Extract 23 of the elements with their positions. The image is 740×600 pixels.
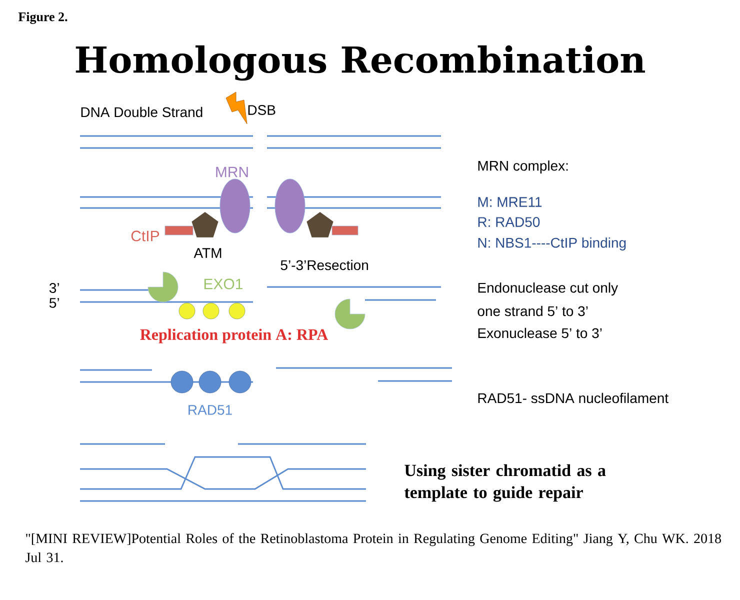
protein-label: CtIP <box>131 230 159 242</box>
annotation-text: DNA Double Strand <box>81 106 202 118</box>
strand-end-label: 3’ <box>49 283 59 293</box>
protein-label: EXO1 <box>204 278 242 290</box>
title: Homologous Recombination <box>76 45 645 81</box>
annotation-text: one strand 5’ to 3’ <box>478 306 588 316</box>
protein-label: Replication protein A: RPA <box>140 328 328 344</box>
annotation-text: M: MRE11 <box>478 197 542 207</box>
annotation-text: Using sister chromatid as a template to guide repair <box>404 464 606 502</box>
annotation-text: RAD51- ssDNA nucleofilament <box>478 392 668 404</box>
annotation-text: R: RAD50 <box>478 217 540 227</box>
caption: "[MINI REVIEW]Potential Roles of the Retinoblastoma Protein in Regulating Genome Editing" Jiang Y, Chu WK. 2018 Jul 31. <box>26 533 721 562</box>
protein-label: RAD51 <box>188 405 232 415</box>
annotation-text: Endonuclease cut only <box>478 282 618 296</box>
annotation-text: Exonuclease 5’ to 3’ <box>478 328 602 338</box>
figure-number: Figure 2. <box>18 12 68 24</box>
annotation-text: N: NBS1----CtIP binding <box>478 237 626 251</box>
protein-label: MRN <box>216 166 248 178</box>
annotation-text: MRN complex: <box>478 160 568 174</box>
protein-label: ATM <box>194 248 222 258</box>
break-label: DSB <box>248 105 276 115</box>
strand-end-label: 5’ <box>49 298 59 308</box>
step-label: 5’-3’Resection <box>280 260 368 270</box>
